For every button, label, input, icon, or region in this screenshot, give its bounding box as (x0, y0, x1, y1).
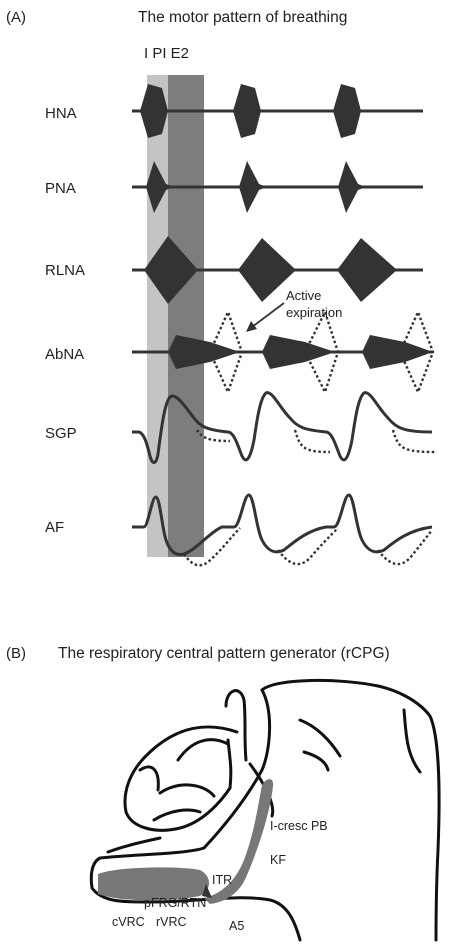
region-itr: ITR (212, 873, 232, 887)
panel-a: (A) The motor pattern of breathing I PI … (6, 9, 437, 567)
trace-label-sgp: SGP (45, 425, 77, 442)
trace-label-rlna: RLNA (45, 262, 85, 279)
panel-a-title: The motor pattern of breathing (138, 9, 347, 26)
region-rvrc: rVRC (156, 915, 187, 929)
phase-labels: I PI E2 (144, 45, 189, 62)
panel-a-label: (A) (6, 9, 26, 26)
trace-pna (132, 161, 423, 213)
region-kf: KF (270, 853, 286, 867)
phase-i-band (147, 75, 168, 557)
panel-b-title: The respiratory central pattern generato… (58, 645, 390, 662)
region-a5: A5 (229, 919, 244, 933)
trace-af (132, 493, 433, 567)
active-expiration-arrow (246, 302, 285, 332)
brainstem-outline (89, 678, 441, 942)
trace-label-abna: AbNA (45, 346, 84, 363)
trace-label-hna: HNA (45, 105, 77, 122)
trace-hna (132, 84, 423, 138)
trace-label-pna: PNA (45, 180, 76, 197)
trace-label-af: AF (45, 519, 64, 536)
active-expiration-label-2: expiration (286, 305, 342, 320)
trace-abna (132, 308, 435, 396)
panel-b: (B) The respiratory central pattern gene… (6, 645, 441, 942)
active-expiration-label-1: Active (286, 288, 321, 303)
panel-b-label: (B) (6, 645, 26, 662)
region-icresc-pb: I-cresc PB (270, 819, 328, 833)
region-pfrg-rtn: pFRG/RTN (144, 896, 206, 910)
trace-sgp (132, 391, 437, 464)
phase-pi-e2-band (168, 75, 204, 557)
region-cvrc: cVRC (112, 915, 145, 929)
trace-rlna (132, 236, 423, 304)
respiratory-column (98, 779, 274, 904)
